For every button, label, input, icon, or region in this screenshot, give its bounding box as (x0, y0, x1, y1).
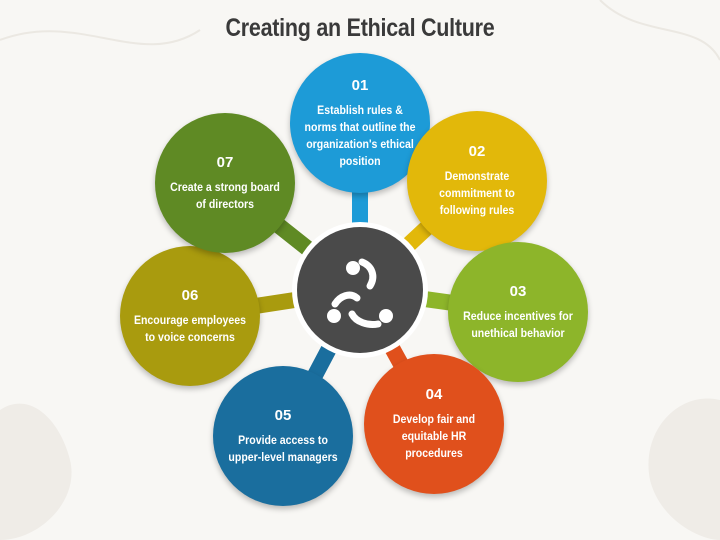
step-text: Encourage employees to voice concerns (133, 312, 247, 344)
hub (292, 222, 428, 358)
step-number: 02 (468, 143, 486, 160)
step-text: Establish rules & norms that outline the… (304, 102, 416, 168)
connector-07 (267, 214, 320, 260)
step-text: Reduce incentives for unethical behavior (463, 308, 573, 340)
step-text: Demonstrate commitment to following rule… (439, 169, 515, 217)
decor-line (599, 0, 720, 61)
hub-circle (297, 227, 423, 353)
step-number: 05 (274, 406, 292, 424)
step-number: 06 (181, 286, 199, 304)
step-text: Create a strong board of directors (170, 179, 280, 211)
decor-blob (0, 403, 72, 540)
connector-06 (245, 291, 307, 315)
decor-blob (648, 398, 720, 540)
decor-line (0, 29, 201, 46)
page-title: Creating an Ethical Culture (225, 14, 495, 42)
step-text: Provide access to upper-level managers (228, 432, 338, 464)
step-number: 03 (509, 282, 527, 300)
step-number: 04 (425, 386, 443, 403)
three-people-cycle-icon (327, 258, 393, 328)
step-number: 01 (351, 76, 369, 94)
step-text: Develop fair and equitable HR procedures (392, 412, 476, 460)
step-number: 07 (216, 153, 234, 171)
